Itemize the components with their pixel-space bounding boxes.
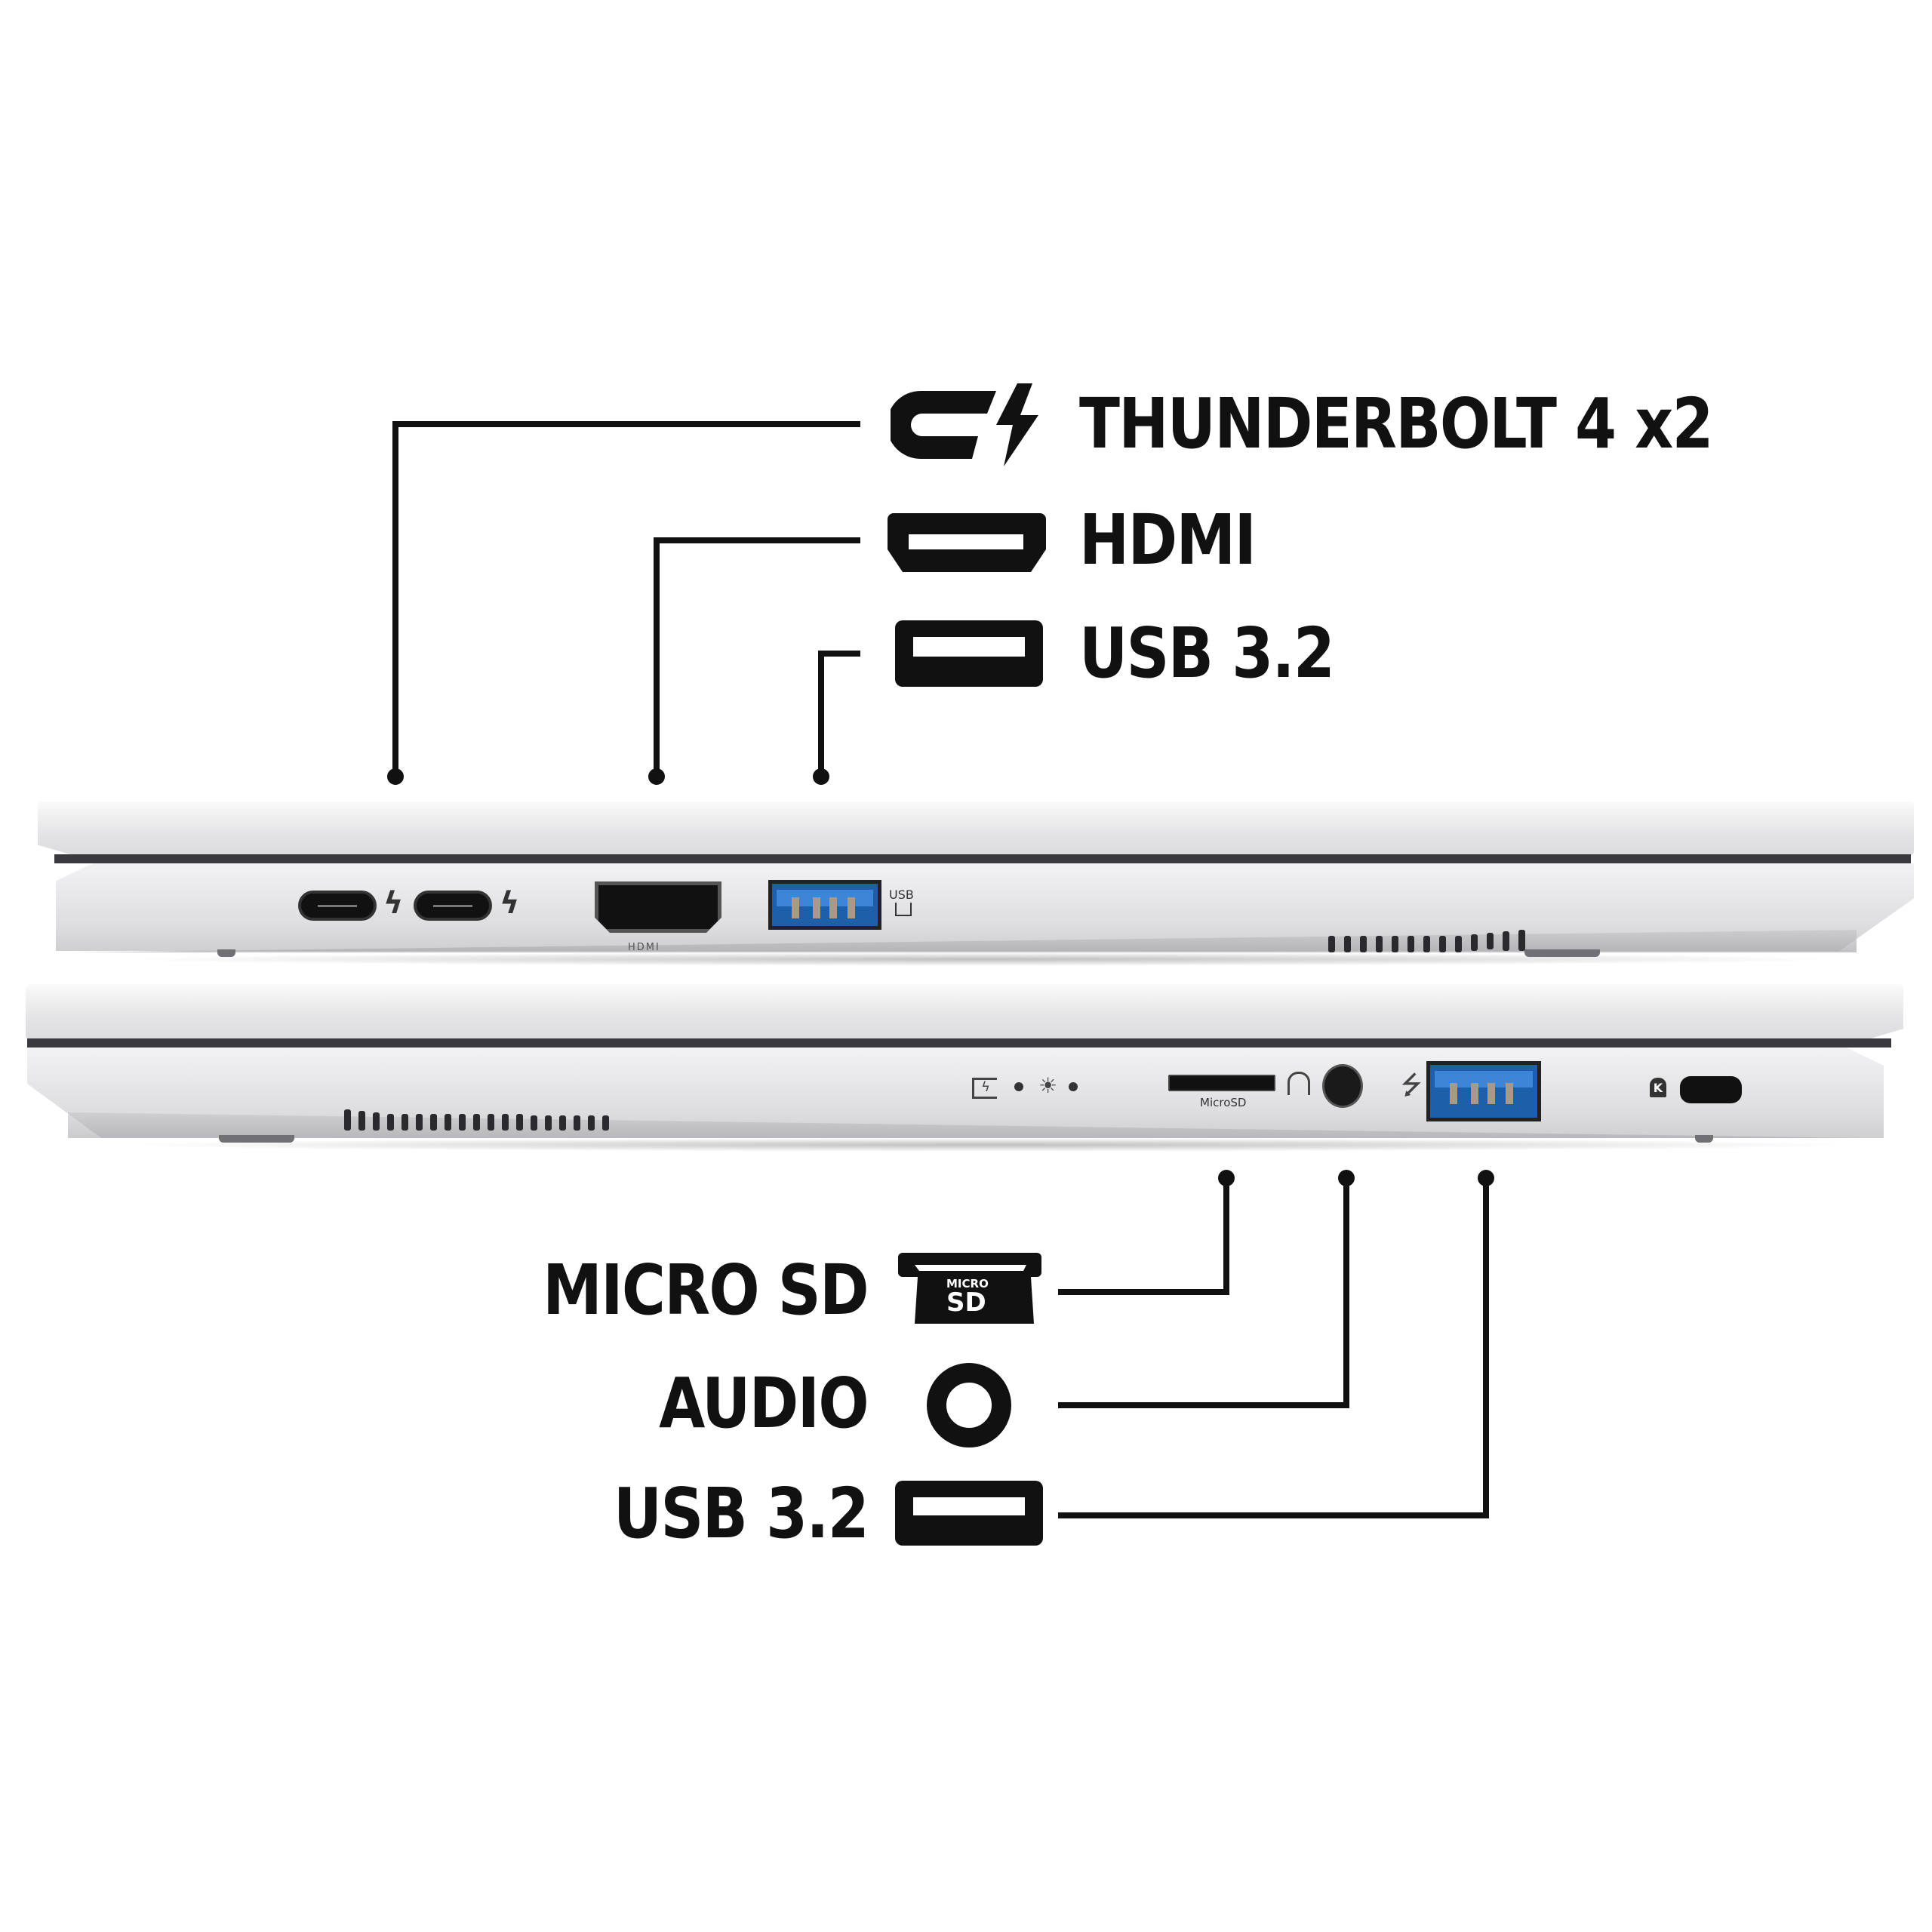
leader-line-hdmi-vertical xyxy=(654,537,660,776)
rubber-foot xyxy=(1695,1135,1713,1143)
microsd-icon-text-bottom: SD xyxy=(946,1287,986,1318)
kensington-lock-slot xyxy=(1680,1076,1742,1103)
kensington-lock-icon: K xyxy=(1650,1078,1666,1097)
battery-led xyxy=(1014,1082,1023,1091)
leader-line-microsd-vertical xyxy=(1223,1177,1229,1295)
microsd-slot-marking: MicroSD xyxy=(1200,1096,1247,1109)
callout-label-hdmi: HDMI xyxy=(1079,500,1257,580)
usb-a-icon xyxy=(895,620,1043,687)
leader-dot-hdmi xyxy=(648,768,665,785)
thunderbolt-icon xyxy=(891,383,1038,466)
microsd-icon xyxy=(898,1253,1041,1324)
laptop-lid xyxy=(38,801,1914,856)
leader-line-usb-left-vertical xyxy=(818,651,824,776)
usb-charge-icon xyxy=(895,903,912,916)
audio-jack-icon xyxy=(927,1363,1011,1447)
leader-line-usb-left xyxy=(818,651,860,657)
battery-charge-indicator-icon: ϟ xyxy=(972,1078,997,1099)
leader-line-thunderbolt xyxy=(392,421,860,427)
leader-line-hdmi xyxy=(654,537,860,543)
leader-dot-thunderbolt xyxy=(387,768,404,785)
usb-a-port-right xyxy=(1426,1061,1541,1121)
usb-a-icon xyxy=(895,1481,1043,1546)
leader-line-usb-right xyxy=(1058,1512,1489,1518)
hinge-gap xyxy=(27,1038,1891,1048)
hinge-gap xyxy=(54,854,1911,863)
rubber-foot xyxy=(219,1135,294,1143)
leader-dot-usb-left xyxy=(813,768,829,785)
usb-a-port-left xyxy=(768,880,881,930)
microsd-icon-text-top: MICRO xyxy=(946,1277,989,1291)
usb-symbol-icon: ⭍ xyxy=(1401,1070,1423,1100)
power-light-icon: ☀ xyxy=(1038,1073,1058,1098)
callout-label-usb-right: USB 3.2 xyxy=(613,1473,869,1554)
audio-jack-port xyxy=(1322,1064,1363,1108)
leader-line-audio xyxy=(1058,1402,1349,1408)
thunderbolt-port-2 xyxy=(414,891,492,921)
leader-line-thunderbolt-vertical xyxy=(392,421,398,776)
leader-line-microsd xyxy=(1058,1289,1229,1295)
laptop-shadow xyxy=(113,1138,1864,1152)
callout-label-thunderbolt: THUNDERBOLT 4 x2 xyxy=(1079,383,1714,464)
microsd-slot xyxy=(1168,1075,1275,1091)
hdmi-port-marking: HDMI xyxy=(628,942,660,953)
callout-label-audio: AUDIO xyxy=(659,1363,869,1444)
hdmi-port xyxy=(595,881,721,933)
laptop-lid xyxy=(26,984,1903,1040)
rubber-foot xyxy=(1524,949,1600,957)
headset-icon xyxy=(1287,1072,1310,1095)
laptop-shadow xyxy=(113,952,1849,966)
callout-label-usb-left: USB 3.2 xyxy=(1079,613,1335,694)
rubber-foot xyxy=(217,949,235,957)
leader-line-audio-vertical xyxy=(1343,1177,1349,1408)
thunderbolt-port-1 xyxy=(298,891,377,921)
hdmi-icon xyxy=(888,513,1046,572)
thunderbolt-mark-icon: ϟ xyxy=(383,886,404,921)
leader-line-usb-right-vertical xyxy=(1483,1177,1489,1518)
power-led xyxy=(1069,1082,1078,1091)
callout-label-microsd: MICRO SD xyxy=(543,1250,869,1331)
usb-port-marking: USB xyxy=(889,888,914,902)
thunderbolt-mark-icon: ϟ xyxy=(500,886,520,921)
